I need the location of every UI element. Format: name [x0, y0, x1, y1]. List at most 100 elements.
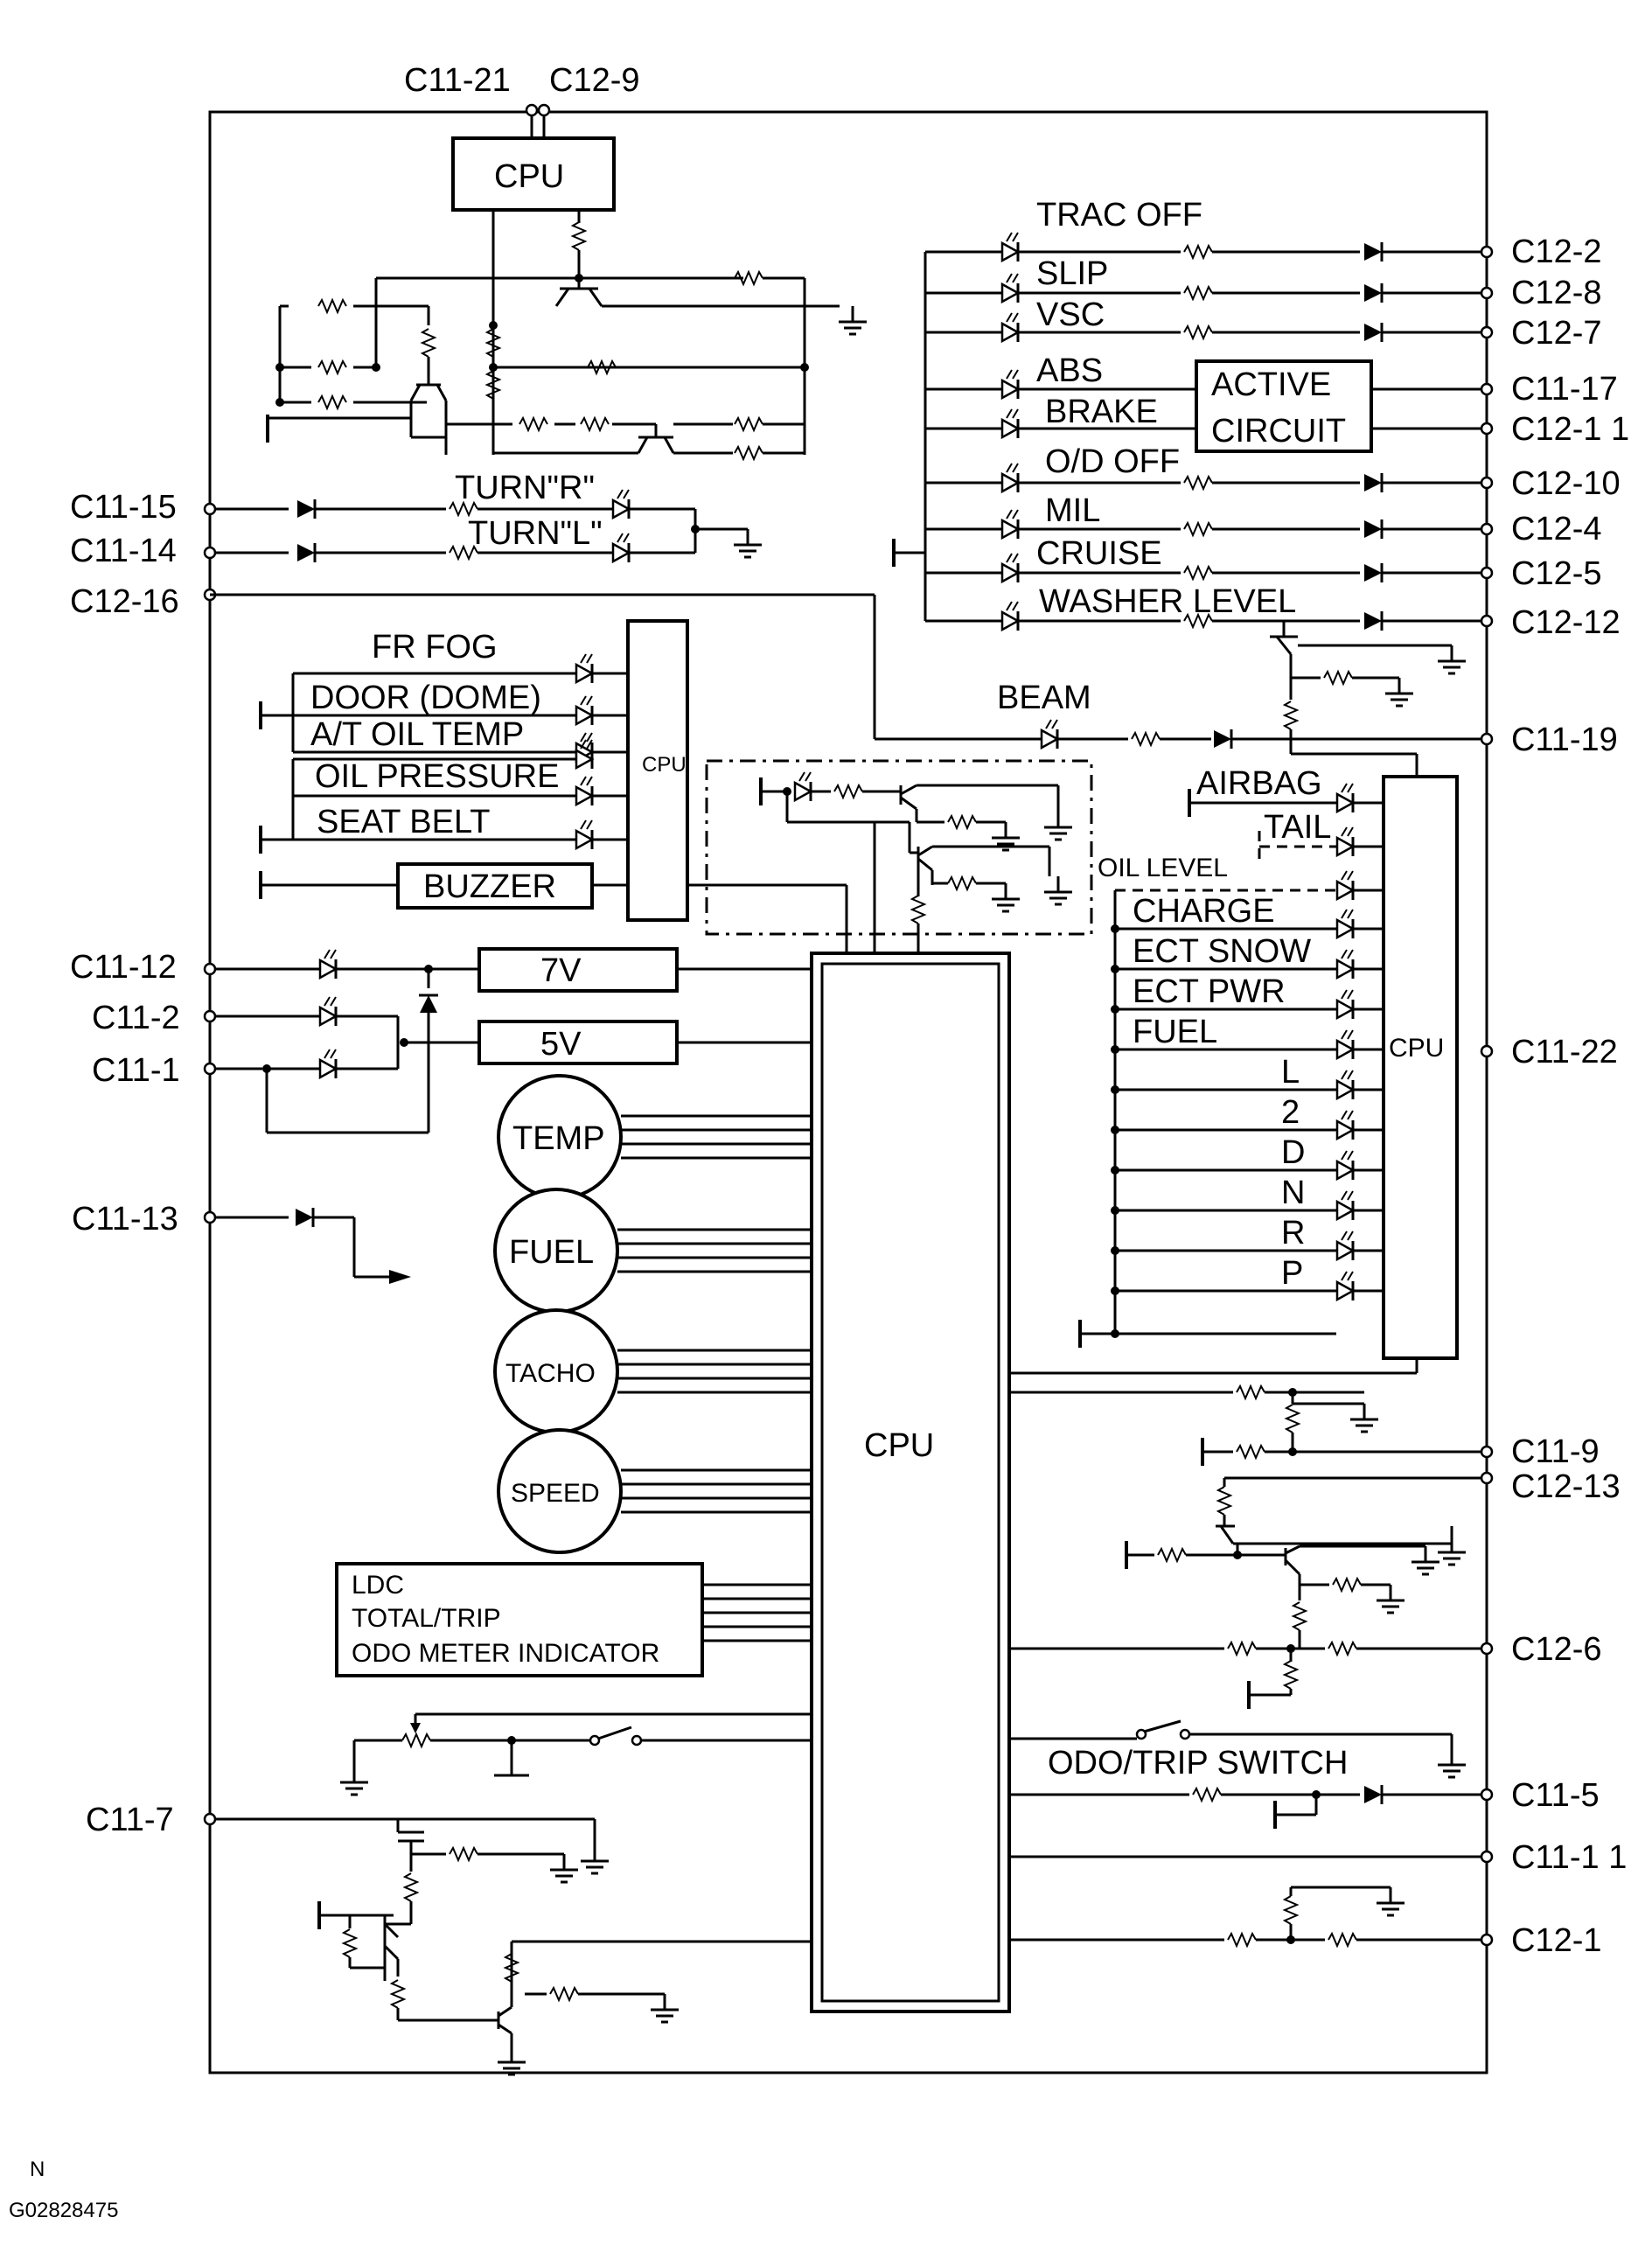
indicator-trac-off-label: TRAC OFF: [1036, 197, 1202, 234]
connector-label-c11-7: C11-7: [86, 1802, 174, 1838]
c11-13-circuit: [210, 1206, 411, 1284]
turn-signal-circuit: TURN"R" TURN"L": [210, 470, 763, 564]
connector-label-c11-14: C11-14: [70, 533, 177, 569]
indicator-led-icon: [1335, 988, 1355, 1021]
bottom-left-circuit: [210, 1712, 812, 2076]
indicator-abs-label: ABS: [1036, 352, 1103, 389]
regulator-5v-box: [477, 1020, 679, 1065]
indicator-lamp-label: ECT PWR: [1133, 973, 1286, 1010]
terminal-c11-15: [203, 502, 217, 516]
buzzer-box: [396, 862, 594, 910]
terminal-c12-7: [1480, 325, 1494, 339]
beam-label: BEAM: [997, 680, 1091, 716]
terminal-c12-11: [1480, 422, 1494, 436]
gauge-speed-label: SPEED: [511, 1479, 600, 1508]
connector-label-c12-4: C12-4: [1511, 511, 1602, 547]
terminal-c12-1: [1480, 1933, 1494, 1947]
terminal-c11-14: [203, 546, 217, 560]
indicator-led-icon: [1335, 1069, 1355, 1101]
indicator-cpu-box: [1382, 775, 1459, 1360]
connector-label-c12-9: C12-9: [549, 62, 640, 99]
lamp-fr-fog-label: FR FOG: [372, 629, 498, 666]
connector-label-c12-11: C12-1 1: [1511, 411, 1629, 448]
connector-label-c12-13: C12-13: [1511, 1468, 1621, 1505]
indicator-led-icon: [1335, 1028, 1355, 1061]
power-supply-circuit: [210, 947, 812, 1134]
turn-right-label: TURN"R": [455, 470, 595, 506]
terminal-c12-2: [1480, 245, 1494, 259]
indicator-lamp-label: P: [1281, 1255, 1303, 1292]
connector-label-c11-19: C11-19: [1511, 722, 1618, 758]
ldc-line-2: TOTAL/TRIP: [352, 1604, 501, 1633]
terminal-c11-12: [203, 962, 217, 976]
terminal-c12-13: [1480, 1471, 1494, 1485]
warning-lamp-circuit: [259, 619, 848, 953]
indicator-lamp-row: FUEL: [1111, 1014, 1384, 1061]
gauge-temp-label: TEMP: [512, 1120, 605, 1157]
indicator-led-icon: [1335, 1149, 1355, 1182]
indicator-lamp-label: FUEL: [1133, 1014, 1217, 1050]
indicator-lamp-row: CHARGE: [1111, 893, 1384, 940]
right-connectors-bottom: [1480, 1445, 1494, 1947]
top-transistor-network: [266, 210, 868, 460]
terminal-c11-11: [1480, 1850, 1494, 1864]
connector-label-c12-5: C12-5: [1511, 555, 1602, 592]
connector-label-c11-9: C11-9: [1511, 1433, 1600, 1470]
regulator-5v-label: 5V: [540, 1026, 582, 1063]
ldc-line-1: LDC: [352, 1571, 404, 1600]
indicator-led-icon: [1335, 948, 1355, 980]
indicator-lamp-row: ECT SNOW: [1111, 933, 1384, 980]
connector-label-c12-8: C12-8: [1511, 275, 1602, 311]
indicator-led-icon: [1335, 1189, 1355, 1222]
indicator-led-icon: [1335, 908, 1355, 940]
indicator-lamp-row: L: [1111, 1054, 1384, 1101]
lamp-oil-pressure-label: OIL PRESSURE: [315, 758, 559, 795]
gauge-fuel-label: FUEL: [509, 1234, 594, 1271]
connector-label-c11-21: C11-21: [404, 62, 511, 99]
top-right-indicator-circuit: [892, 231, 1487, 774]
warning-cpu-box: [626, 619, 689, 922]
odo-trip-switch-label: ODO/TRIP SWITCH: [1048, 1745, 1348, 1781]
gauge-speed: [497, 1428, 812, 1554]
terminal-c12-6: [1480, 1642, 1494, 1656]
gauge-fuel: [493, 1188, 812, 1314]
connector-label-c12-12: C12-12: [1511, 604, 1621, 641]
indicator-vsc-label: VSC: [1036, 296, 1105, 333]
indicator-cruise-label: CRUISE: [1036, 535, 1162, 572]
lamp-oil-level-label: OIL LEVEL: [1098, 854, 1228, 882]
ldc-line-3: ODO METER INDICATOR: [352, 1639, 659, 1668]
indicator-lamp-label: L: [1281, 1054, 1300, 1091]
terminal-c11-17: [1480, 382, 1494, 396]
connector-label-c12-1: C12-1: [1511, 1922, 1602, 1959]
main-cpu-outer: [810, 952, 1011, 2013]
terminal-c12-9: [537, 103, 551, 117]
indicator-lamp-label: R: [1281, 1215, 1305, 1252]
regulator-7v-box: [477, 947, 679, 993]
terminal-c11-2: [203, 1009, 217, 1023]
meter-outer-frame: [208, 110, 1488, 2074]
lamp-door-dome-label: DOOR (DOME): [310, 680, 541, 716]
terminal-c12-12: [1480, 614, 1494, 628]
indicator-lamp-row: 2: [1111, 1094, 1384, 1141]
terminal-c12-10: [1480, 476, 1494, 490]
indicator-led-icon: [1335, 1230, 1355, 1262]
right-connectors-top: [1480, 245, 1494, 628]
indicator-led-icon: [1335, 1109, 1355, 1141]
indicator-brake-label: BRAKE: [1045, 394, 1158, 430]
connector-label-c12-6: C12-6: [1511, 1631, 1602, 1668]
indicator-cpu-label: CPU: [1389, 1034, 1444, 1063]
top-cpu-label: CPU: [494, 158, 564, 195]
connector-label-c11-22: C11-22: [1511, 1034, 1618, 1070]
turn-left-label: TURN"L": [468, 515, 603, 552]
terminal-c11-19: [1480, 732, 1494, 746]
indicator-lamp-label: CHARGE: [1133, 893, 1275, 930]
indicator-lamp-row: N: [1111, 1175, 1384, 1222]
dashed-subcircuit: [705, 759, 1093, 953]
indicator-lamp-row: R: [1111, 1215, 1384, 1262]
connector-label-c11-2: C11-2: [92, 1000, 180, 1036]
connector-label-c11-5: C11-5: [1511, 1777, 1600, 1814]
indicator-lamp-label: D: [1281, 1134, 1305, 1171]
indicator-lamp-label: ECT SNOW: [1133, 933, 1311, 970]
terminal-c11-22: [1480, 1044, 1494, 1058]
